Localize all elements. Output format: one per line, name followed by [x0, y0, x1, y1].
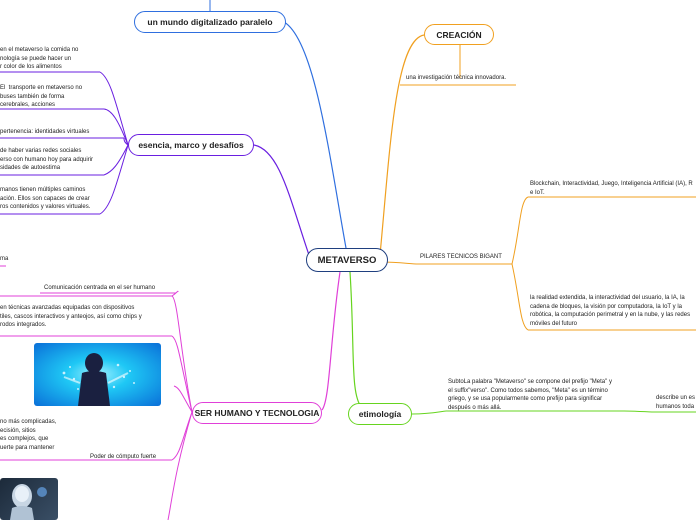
- link-humano: [321, 271, 341, 411]
- creacion-pilar-1[interactable]: Blockchain, Interactividad, Juego, Intel…: [530, 181, 693, 196]
- central-label: METAVERSO: [317, 254, 377, 266]
- vr-figure-image: [34, 343, 161, 406]
- topic-mundo-label: un mundo digitalizado paralelo: [147, 17, 273, 27]
- topic-creacion[interactable]: CREACIÓN: [424, 24, 494, 45]
- esencia-item-caminos[interactable]: manos tienen múltiples caminos ación. El…: [0, 187, 91, 210]
- link-creacion: [379, 34, 425, 256]
- creacion-intro[interactable]: una investigación técnica innovadora.: [406, 75, 507, 81]
- topic-mundo[interactable]: un mundo digitalizado paralelo: [134, 11, 286, 33]
- humano-item-tecnicas[interactable]: en técnicas avanzadas equipadas con disp…: [0, 305, 142, 328]
- creacion-pilares[interactable]: PILARES TECNICOS BIGANT: [420, 254, 502, 260]
- humano-item-complejas[interactable]: no más complicadas, ecisión, sitios es c…: [0, 419, 57, 451]
- topic-etimologia[interactable]: etimología: [348, 403, 412, 425]
- link-esencia: [253, 144, 311, 259]
- esencia-item-redes[interactable]: de haber varias redes sociales erso con …: [0, 148, 94, 171]
- creacion-pilar-2[interactable]: la realidad extendida, la interactividad…: [530, 295, 691, 327]
- robot-image: [0, 478, 58, 520]
- central-node[interactable]: METAVERSO: [306, 248, 388, 272]
- humano-item-comunicacion[interactable]: Comunicación centrada en el ser humano: [44, 285, 156, 291]
- topic-humano-label: SER HUMANO Y TECNOLOGIA: [194, 408, 320, 418]
- vr-figure-icon: [62, 353, 135, 406]
- esencia-item-pertenencia[interactable]: pertenencia: identidades virtuales: [0, 129, 90, 135]
- esencia-item-transporte[interactable]: El transporte en metaverso no buses tamb…: [0, 85, 83, 108]
- topic-esencia[interactable]: esencia, marco y desafíos: [128, 134, 254, 156]
- link-mundo: [283, 21, 347, 249]
- topic-esencia-label: esencia, marco y desafíos: [138, 140, 244, 150]
- topic-humano[interactable]: SER HUMANO Y TECNOLOGIA: [192, 402, 322, 424]
- humano-item-fragment[interactable]: ma: [0, 256, 9, 262]
- esencia-item-comida[interactable]: en el metaverso la comida no nología se …: [0, 47, 79, 70]
- humano-item-computo[interactable]: Poder de cómputo fuerte: [90, 454, 157, 460]
- topic-etimologia-label: etimología: [358, 409, 402, 419]
- topic-creacion-label: CREACIÓN: [436, 29, 482, 40]
- etimologia-texto[interactable]: SubtoLa palabra "Metaverso" se compone d…: [448, 379, 612, 411]
- link-etimologia: [349, 271, 363, 409]
- etimologia-describe[interactable]: describe un es humanos toda: [656, 395, 696, 410]
- robot-icon: [10, 484, 47, 520]
